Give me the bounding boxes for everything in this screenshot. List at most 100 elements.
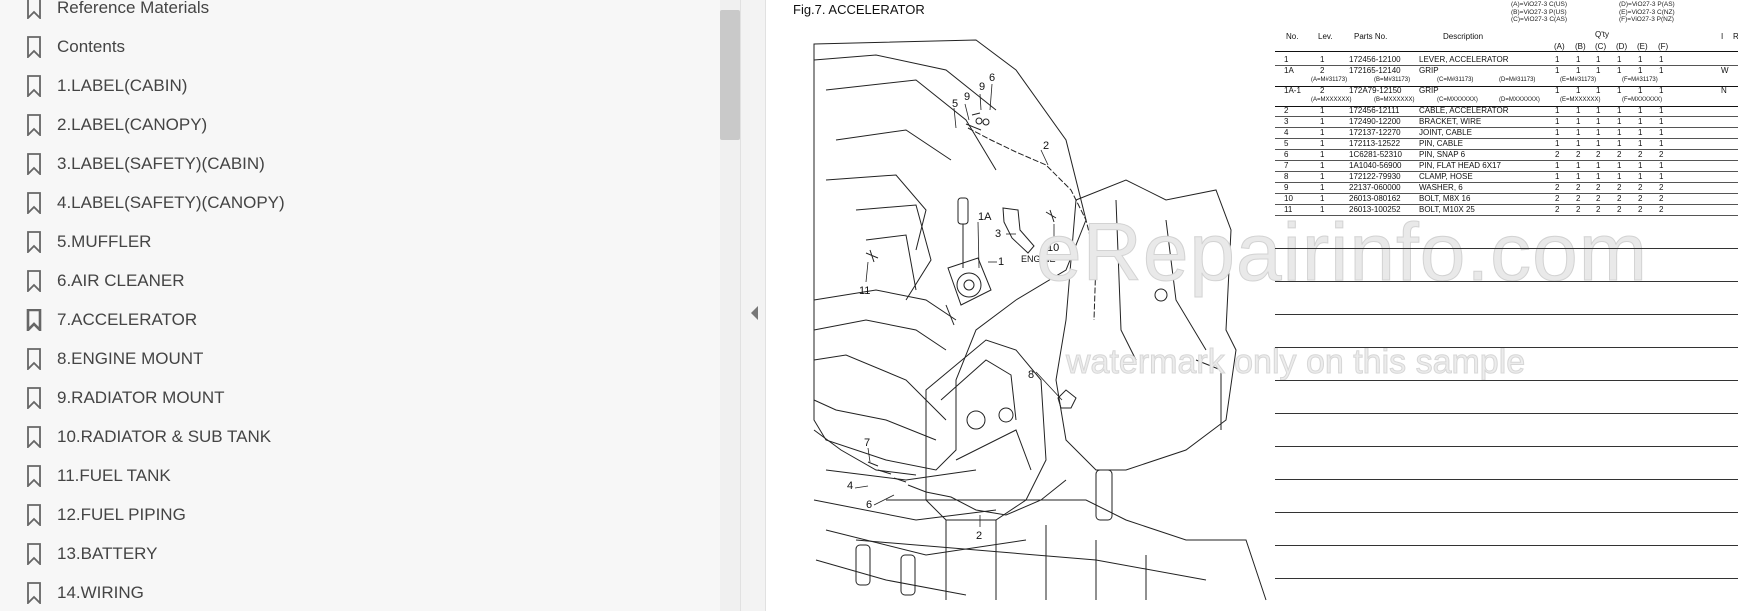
bookmark-item[interactable]: 5.MUFFLER	[0, 222, 720, 261]
cell-no: 1A	[1284, 66, 1294, 75]
callout-2a: 2	[1043, 140, 1049, 152]
cell-qty: 1	[1617, 86, 1622, 95]
cell-part: 172122-79930	[1349, 172, 1401, 181]
bookmark-icon	[27, 426, 41, 448]
bookmark-icon	[27, 153, 41, 175]
serial-row: (A=MXXXXXX)(B=MXXXXXX)(C=MXXXXXX)(D=MXXX…	[1275, 97, 1738, 108]
bookmark-item[interactable]: Reference Materials	[0, 0, 720, 27]
watermark-site: eRepairinfo.com	[1035, 207, 1649, 299]
cell-lev: 1	[1320, 106, 1325, 115]
row-rule	[1275, 86, 1738, 87]
cell-qty: 2	[1596, 205, 1601, 214]
blank-rule-line	[1275, 512, 1738, 513]
bookmark-item[interactable]: 12.FUEL PIPING	[0, 495, 720, 534]
cell-lev: 1	[1320, 205, 1325, 214]
cell-ir: W	[1721, 66, 1729, 75]
bookmark-icon	[27, 0, 41, 19]
header-d: (D)	[1616, 42, 1628, 51]
bookmark-item[interactable]: 2.LABEL(CANOPY)	[0, 105, 720, 144]
header-c: (C)	[1595, 42, 1607, 51]
cell-lev: 1	[1320, 161, 1325, 170]
bookmark-item[interactable]: 7.ACCELERATOR	[0, 300, 720, 339]
row-rule	[1275, 171, 1738, 172]
cell-no: 4	[1284, 128, 1289, 137]
bookmark-item[interactable]: 11.FUEL TANK	[0, 456, 720, 495]
cell-qty: 1	[1596, 55, 1601, 64]
bookmark-item[interactable]: Contents	[0, 27, 720, 66]
cell-qty: 2	[1576, 183, 1581, 192]
row-rule	[1275, 204, 1738, 205]
bookmark-item[interactable]: 1.LABEL(CABIN)	[0, 66, 720, 105]
callout-8: 8	[1028, 369, 1034, 381]
bookmark-item[interactable]: 10.RADIATOR & SUB TANK	[0, 417, 720, 456]
cell-no: 5	[1284, 139, 1289, 148]
bookmark-item[interactable]: 4.LABEL(SAFETY)(CANOPY)	[0, 183, 720, 222]
serial-cell: (B=M#31173)	[1374, 77, 1411, 83]
legend-left: (A)=ViO27-3 C(US) (B)=ViO27-3 P(US) (C)=…	[1511, 1, 1567, 24]
bookmark-icon	[27, 270, 41, 292]
cell-desc: LEVER, ACCELERATOR	[1419, 55, 1509, 64]
cell-lev: 1	[1320, 194, 1325, 203]
cell-qty: 1	[1638, 106, 1643, 115]
cell-part: 172456-12100	[1349, 55, 1401, 64]
blank-rule-line	[1275, 545, 1738, 546]
cell-qty: 1	[1576, 172, 1581, 181]
header-qty: Q'ty	[1595, 30, 1609, 39]
bookmark-item[interactable]: 3.LABEL(SAFETY)(CABIN)	[0, 144, 720, 183]
cell-desc: BRACKET, WIRE	[1419, 117, 1482, 126]
cell-lev: 1	[1320, 172, 1325, 181]
bookmark-label: 12.FUEL PIPING	[57, 504, 186, 524]
cell-part: 26013-080162	[1349, 194, 1401, 203]
scrollbar-track[interactable]	[720, 0, 740, 611]
cell-qty: 1	[1596, 117, 1601, 126]
bookmark-item[interactable]: 6.AIR CLEANER	[0, 261, 720, 300]
bookmark-item[interactable]: 9.RADIATOR MOUNT	[0, 378, 720, 417]
cell-no: 3	[1284, 117, 1289, 126]
cell-qty: 1	[1555, 161, 1560, 170]
blank-rule-line	[1275, 380, 1738, 381]
bookmark-icon	[27, 75, 41, 97]
header-b: (B)	[1575, 42, 1586, 51]
cell-qty: 1	[1638, 117, 1643, 126]
cell-lev: 1	[1320, 150, 1325, 159]
bookmark-item[interactable]: 13.BATTERY	[0, 534, 720, 573]
legend-entry: (A)=ViO27-3 C(US)	[1511, 1, 1568, 8]
cell-qty: 2	[1617, 150, 1622, 159]
cell-qty: 1	[1555, 139, 1560, 148]
cell-desc: CABLE, ACCELERATOR	[1419, 106, 1509, 115]
blank-rule-line	[1275, 314, 1738, 315]
bookmark-icon	[26, 309, 42, 331]
header-lev: Lev.	[1318, 32, 1333, 41]
row-rule	[1275, 160, 1738, 161]
cell-qty: 2	[1596, 194, 1601, 203]
cell-qty: 1	[1659, 66, 1664, 75]
scrollbar-thumb[interactable]	[720, 10, 740, 140]
panel-splitter[interactable]	[740, 0, 766, 611]
bookmark-item[interactable]: 14.WIRING	[0, 573, 720, 611]
cell-qty: 1	[1638, 86, 1643, 95]
cell-qty: 1	[1617, 117, 1622, 126]
cell-qty: 1	[1596, 172, 1601, 181]
cell-qty: 1	[1596, 106, 1601, 115]
accelerator-diagram: 5 9 9 6 2 1A 1 3 10 11 8 7 4 6 2 ENGINE	[813, 39, 1267, 601]
bookmark-label: 7.ACCELERATOR	[57, 309, 198, 329]
cell-qty: 1	[1617, 106, 1622, 115]
cell-qty: 1	[1659, 86, 1664, 95]
bookmark-item[interactable]: 8.ENGINE MOUNT	[0, 339, 720, 378]
cell-desc: PIN, SNAP 6	[1419, 150, 1466, 159]
serial-cell: (F=MXXXXXX)	[1622, 97, 1663, 103]
cell-qty: 2	[1638, 183, 1643, 192]
collapse-arrow-icon[interactable]	[751, 306, 759, 320]
cell-qty: 2	[1596, 183, 1601, 192]
bookmark-label: 3.LABEL(SAFETY)(CABIN)	[57, 153, 265, 173]
cell-qty: 1	[1576, 55, 1581, 64]
cell-qty: 2	[1659, 150, 1664, 159]
cell-no: 6	[1284, 150, 1289, 159]
cell-part: 172A79-12150	[1349, 86, 1402, 95]
